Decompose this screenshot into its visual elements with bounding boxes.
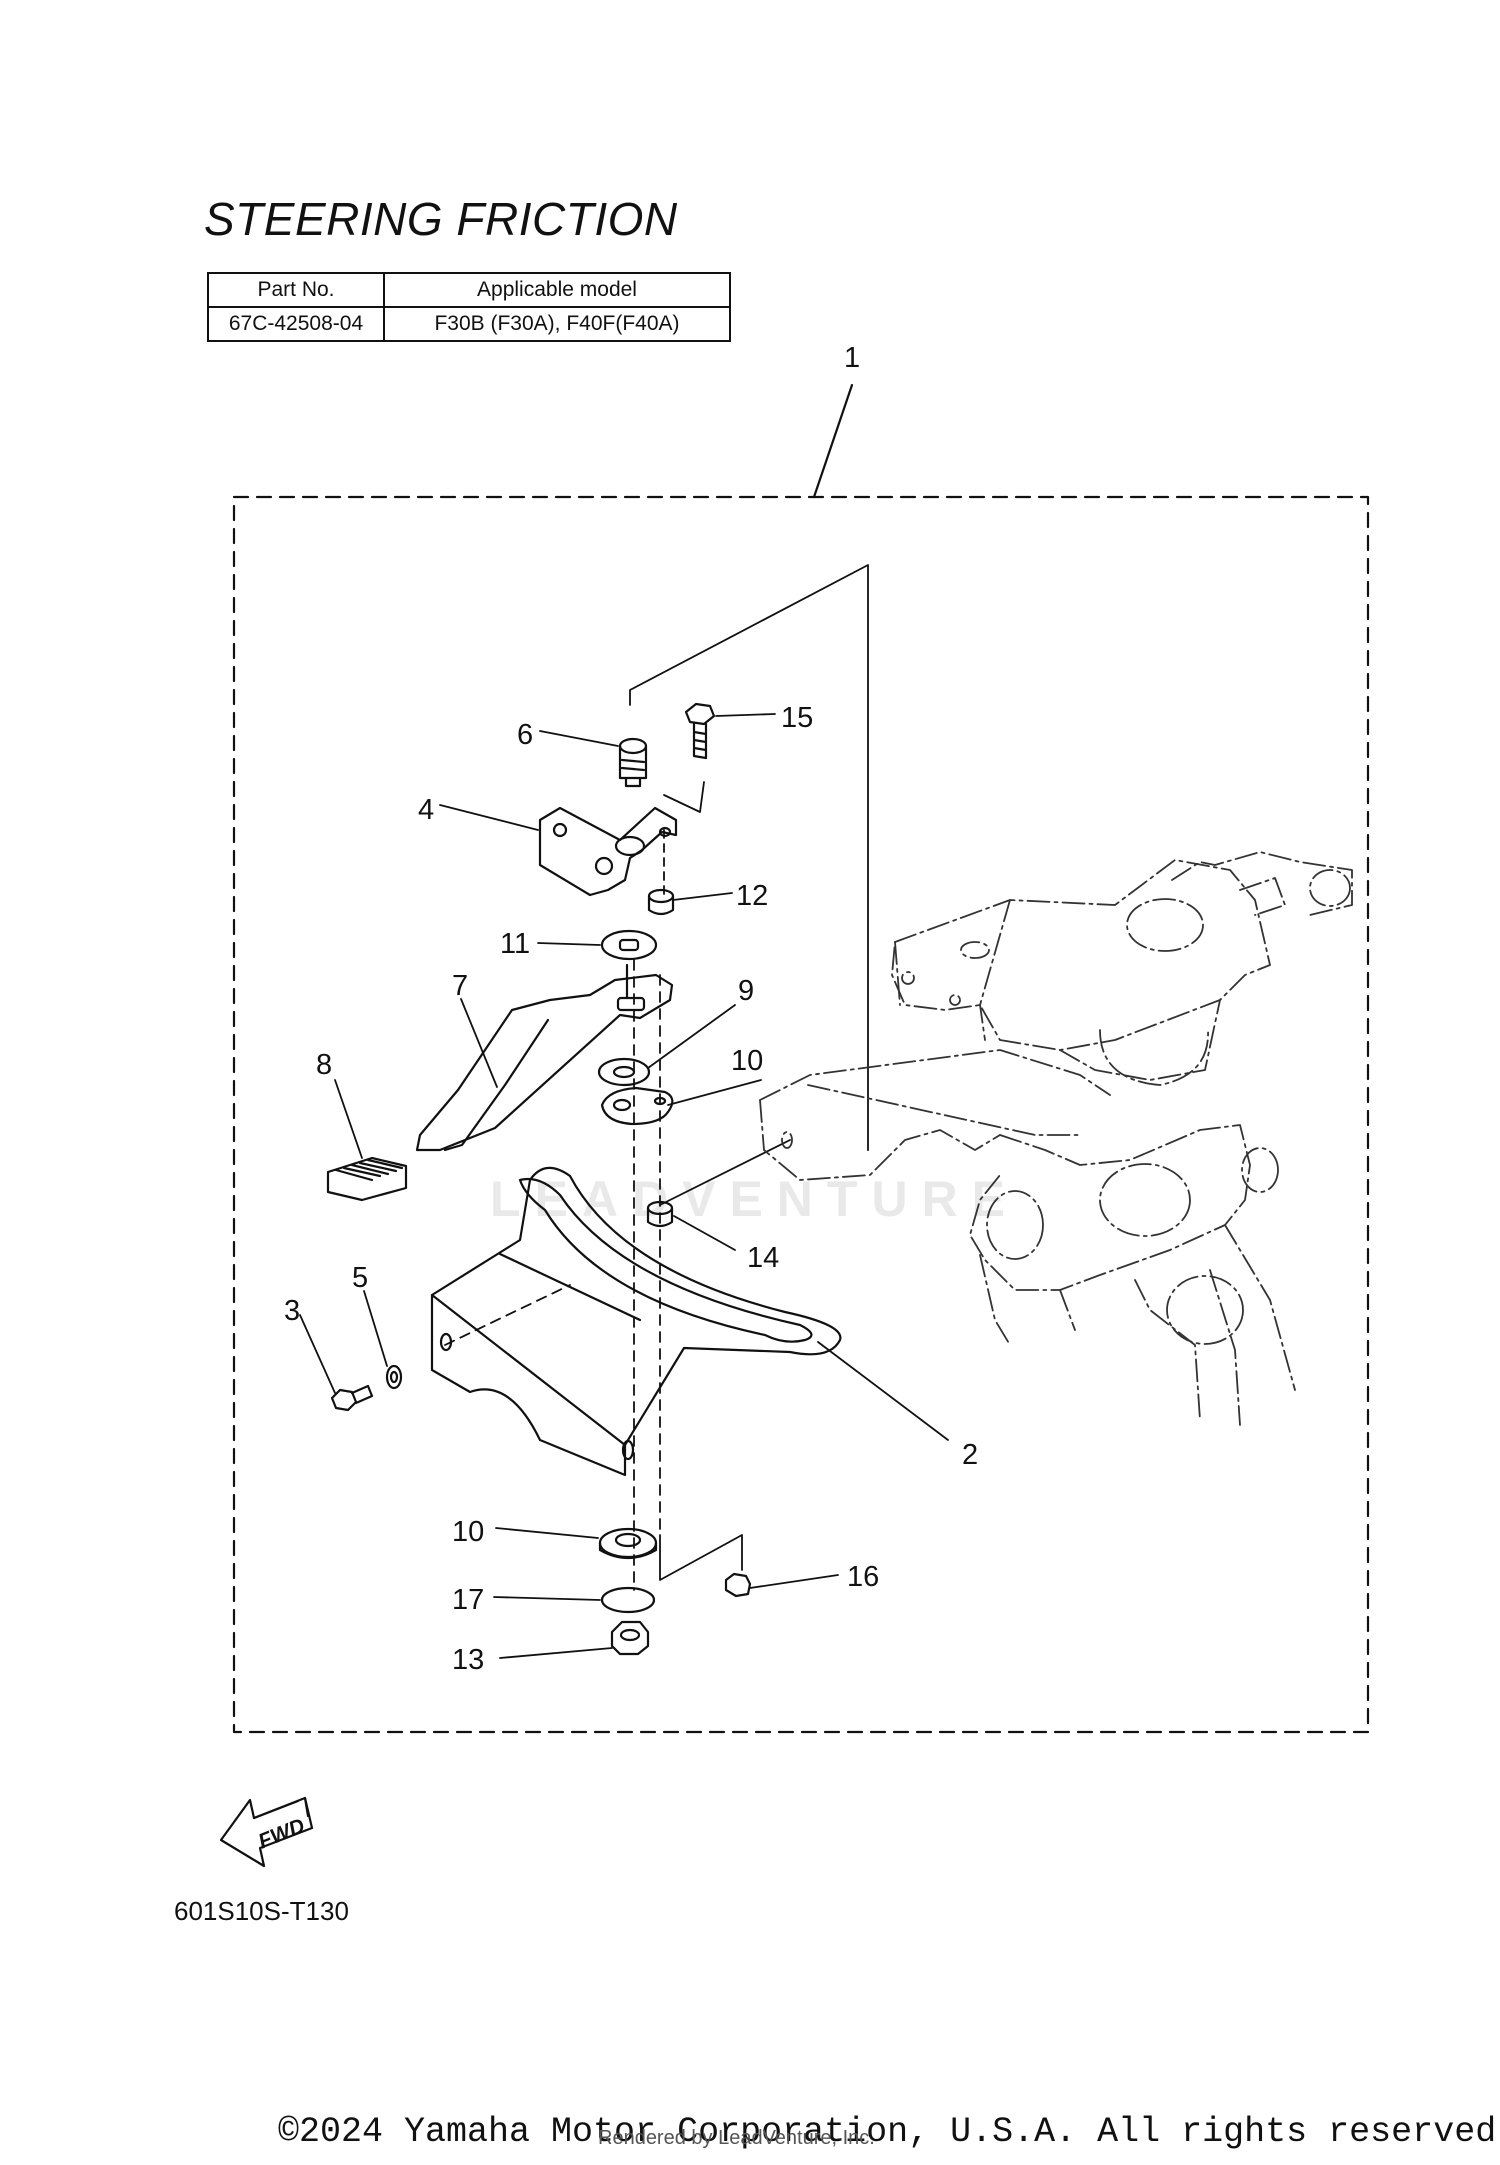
part-13-nut [610, 1620, 650, 1656]
callout-5: 5 [352, 1262, 368, 1294]
part-9-washer [597, 1057, 651, 1087]
callout-1: 1 [844, 342, 860, 374]
part-10-washer-lower [598, 1527, 658, 1560]
diagram-code: 601S10S-T130 [174, 1896, 349, 1926]
callout-9: 9 [738, 975, 754, 1007]
part-4-bracket [538, 806, 678, 897]
table-header-row: Part No. Applicable model [207, 272, 731, 308]
watermark: LEADVENTURE [490, 1171, 1020, 1227]
column-header-applicable-model: Applicable model [383, 272, 731, 308]
callout-12: 12 [736, 880, 768, 912]
callout-labels: 1 2 3 4 5 6 7 8 9 10 10 11 12 13 14 15 1… [284, 342, 978, 1676]
part-14-collar [646, 1200, 674, 1228]
part-7-lever [415, 963, 674, 1152]
part-12-collar [647, 888, 675, 916]
callout-17: 17 [452, 1584, 484, 1616]
callout-8: 8 [316, 1049, 332, 1081]
callout-6: 6 [517, 719, 533, 751]
assembly-boundary [232, 495, 1370, 1734]
part-2-friction-plate [430, 1166, 842, 1477]
part-10-plate-washer-upper [600, 1086, 674, 1126]
part-3-bolt [330, 1384, 374, 1412]
rendered-by-notice: Rendered by LeadVenture, Inc. [598, 2127, 875, 2149]
callout-4: 4 [418, 794, 434, 826]
table-row: 67C-42508-04 F30B (F30A), F40F(F40A) [207, 306, 731, 342]
copyright-notice: ©2024 Yamaha Motor Corporation, U.S.A. A… [278, 2112, 1500, 2152]
callout-10-upper: 10 [731, 1045, 763, 1077]
callout-14: 14 [747, 1242, 779, 1274]
part-number-cell: 67C-42508-04 [207, 306, 385, 342]
part-17-washer [600, 1586, 656, 1614]
part-6-bolt [618, 737, 648, 788]
part-11-washer [600, 929, 658, 961]
fwd-arrow-icon: FWD [219, 1796, 314, 1868]
applicable-model-cell: F30B (F30A), F40F(F40A) [383, 306, 731, 342]
engine-bracket-outline [759, 851, 1353, 1426]
callout-2: 2 [962, 1439, 978, 1471]
reference-lines [444, 564, 869, 1591]
part-5-washer [385, 1364, 403, 1390]
fwd-label: FWD [255, 1814, 308, 1853]
callout-7: 7 [452, 970, 468, 1002]
callout-16: 16 [847, 1561, 879, 1593]
part-15-screw [684, 702, 716, 760]
callout-leaders [299, 713, 949, 1659]
column-header-part-no: Part No. [207, 272, 385, 308]
page-title: STEERING FRICTION [204, 193, 678, 245]
callout-3: 3 [284, 1295, 300, 1327]
callout-10-lower: 10 [452, 1516, 484, 1548]
callout-15: 15 [781, 702, 813, 734]
part-8-grip [326, 1156, 408, 1202]
parts-table: Part No. Applicable model 67C-42508-04 F… [207, 272, 731, 342]
callout-13: 13 [452, 1644, 484, 1676]
callout-11: 11 [500, 928, 530, 960]
part-16-nut [724, 1572, 752, 1598]
